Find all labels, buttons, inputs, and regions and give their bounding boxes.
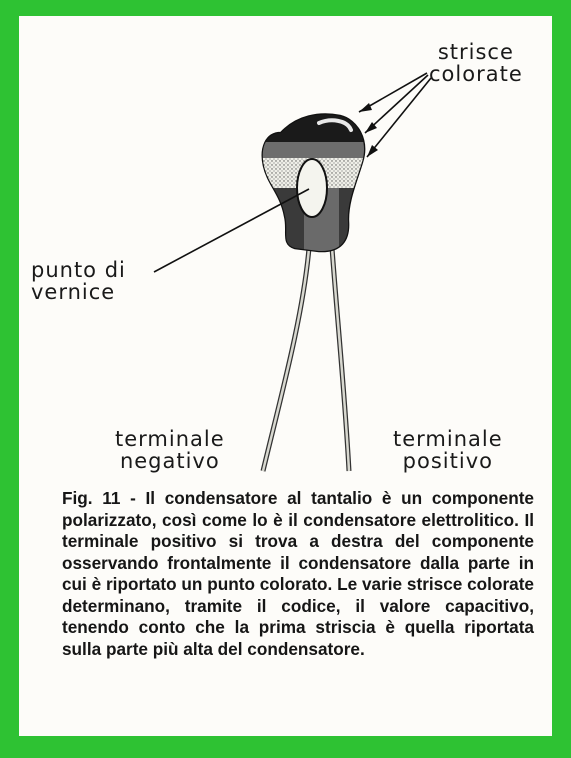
label-colored-stripes: strisce colorate [429, 41, 523, 85]
label-paint-dot-line1: punto di [31, 258, 126, 282]
stripe-pointer-1 [358, 72, 428, 113]
capacitor-leads [260, 247, 352, 472]
tantalum-capacitor-diagram [153, 72, 432, 472]
label-colored-stripes-line1: strisce [437, 40, 514, 64]
label-paint-dot-line2: vernice [31, 280, 116, 304]
color-stripe-2 [262, 142, 365, 158]
label-colored-stripes-line2: colorate [429, 62, 523, 86]
pointer-lines [153, 72, 432, 273]
stripe-pointer-3 [366, 77, 432, 158]
label-paint-dot: punto di vernice [31, 259, 126, 303]
label-positive-terminal-line1: terminale [393, 427, 503, 451]
label-negative-terminal-line2: negativo [119, 449, 220, 473]
paint-dot [296, 158, 328, 218]
label-negative-terminal-line1: terminale [115, 427, 225, 451]
label-positive-terminal-line2: positivo [402, 449, 493, 473]
stripe-pointer-2 [364, 74, 429, 134]
label-positive-terminal: terminale positivo [393, 428, 503, 472]
figure-panel: strisce colorate punto di vernice termin… [19, 16, 552, 736]
figure-caption: Fig. 11 - Il condensatore al tantalio è … [62, 488, 534, 659]
label-negative-terminal: terminale negativo [115, 428, 225, 472]
capacitor-body [261, 113, 366, 253]
paint-dot-pointer [153, 188, 310, 273]
